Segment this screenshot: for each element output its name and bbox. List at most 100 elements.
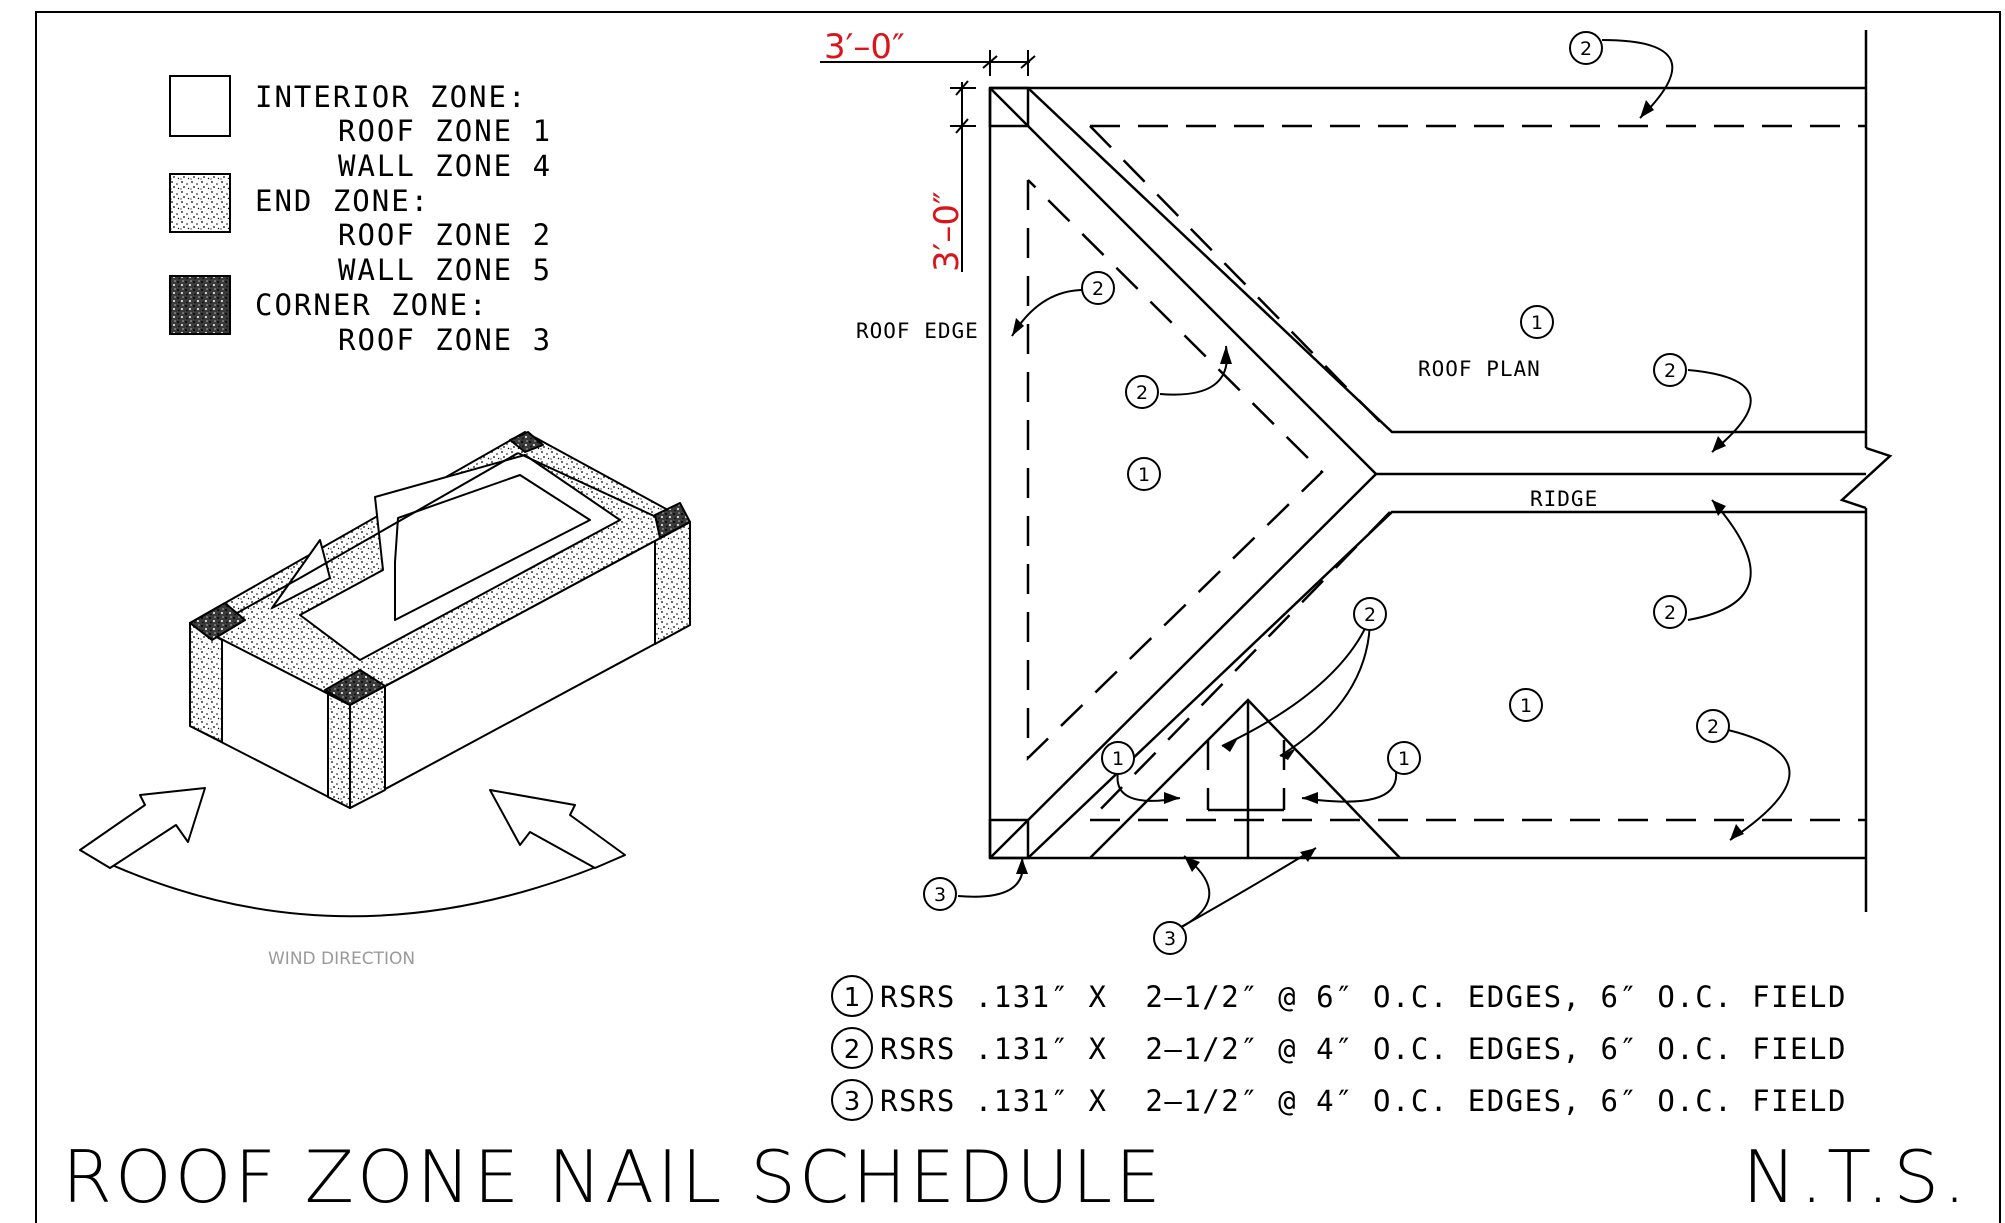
tag-number: 1	[1112, 748, 1124, 770]
tag-number: 3	[934, 884, 946, 906]
wind-direction-label: WIND DIRECTION	[268, 949, 415, 969]
tag-circle-lower-1	[1509, 688, 1543, 722]
roof-plan	[988, 30, 1893, 912]
tag-number: 1	[1520, 695, 1532, 717]
plan-hip-offset-top	[1027, 87, 1866, 434]
legend-interior-roof: ROOF ZONE 1	[338, 114, 552, 148]
leader-lines	[957, 39, 1791, 933]
iso-corner-zone-back	[509, 431, 544, 453]
schedule-row-2: 2 RSRS .131″ X 2–1/2″ @ 4″ O.C. EDGES, 6…	[831, 1027, 1847, 1069]
arrowhead-1	[1640, 100, 1654, 118]
tag-circle-corner-3	[923, 877, 957, 911]
schedule-row-circle	[831, 1079, 873, 1121]
legend-corner-title: CORNER ZONE:	[255, 288, 489, 322]
plan-hip-bottom	[989, 473, 1377, 859]
sheet-border	[35, 11, 2001, 1223]
schedule-row-1: 1 RSRS .131″ X 2–1/2″ @ 6″ O.C. EDGES, 6…	[831, 975, 1847, 1017]
wind-arc	[79, 849, 626, 918]
schedule-row-text: RSRS .131″ X 2–1/2″ @ 6″ O.C. EDGES, 6″ …	[880, 980, 1847, 1014]
plan-corner-bottom-left	[988, 818, 1030, 860]
plan-dormer-triangle	[1089, 698, 1401, 859]
plan-hip-top	[989, 87, 1377, 475]
iso-corner-zone-right	[654, 502, 691, 539]
arrowhead-9	[1164, 792, 1180, 804]
roof-plan-label: ROOF PLAN	[1418, 357, 1541, 381]
roof-edge-label: ROOF EDGE	[856, 319, 979, 343]
leader-top-2	[1601, 39, 1674, 119]
leader-roof-edge-2	[1011, 289, 1085, 337]
tag-number: 2	[1136, 382, 1148, 404]
ridge-label: RIDGE	[1530, 487, 1598, 511]
iso-left-wall-end-strip	[189, 622, 223, 743]
iso-corner-zone-front	[324, 669, 386, 706]
tag-circle-left-1	[1127, 457, 1161, 491]
tag-circle-roof-edge	[1081, 271, 1115, 305]
nail-schedule: 1 RSRS .131″ X 2–1/2″ @ 6″ O.C. EDGES, 6…	[831, 975, 1847, 1121]
wind-direction	[79, 787, 626, 918]
iso-roof-interior-triangle	[271, 539, 331, 609]
legend: INTERIOR ZONE: ROOF ZONE 1 WALL ZONE 4 E…	[169, 75, 552, 357]
tag-number: 3	[1164, 928, 1176, 950]
arrowhead-7	[1222, 738, 1238, 752]
tag-number: 2	[1092, 278, 1104, 300]
plan-hip-offset-bottom	[1027, 510, 1866, 859]
tag-number: 1	[1138, 464, 1150, 486]
iso-hip-line-2	[517, 452, 681, 529]
leader-center-2b	[1221, 617, 1371, 747]
scale-label: N.T.S.	[1742, 1135, 1970, 1219]
tag-circle-right-upper	[1653, 353, 1687, 387]
leader-arrowheads	[1012, 100, 1744, 874]
tag-circle-top	[1569, 31, 1603, 65]
dim-horizontal-tick-2	[1020, 55, 1036, 69]
tag-circle-left-2	[1125, 375, 1159, 409]
legend-end-title: END ZONE:	[255, 184, 430, 218]
isometric-building	[189, 431, 691, 809]
iso-left-wall-corner-strip	[327, 693, 351, 809]
leader-center-2	[1279, 617, 1371, 757]
plan-dash-hip-bottom	[1089, 511, 1391, 821]
arrowhead-11	[1016, 858, 1028, 874]
plan-dash-hip-top	[1089, 125, 1391, 433]
tag-circle-bottom-right	[1696, 709, 1730, 743]
tag-circle-dormer-left	[1101, 741, 1135, 775]
tag-number: 1	[1398, 748, 1410, 770]
leader-right-lower-2	[1687, 499, 1752, 621]
tag-number: 1	[1531, 312, 1543, 334]
legend-end-roof: ROOF ZONE 2	[338, 218, 552, 252]
legend-swatch-corner	[169, 275, 231, 335]
tag-circle-dormer-right	[1387, 741, 1421, 775]
arrowhead-2	[1012, 318, 1024, 336]
plan-dash-left-triangle	[1026, 179, 1324, 761]
arrowhead-13	[1300, 848, 1316, 862]
leader-dormer-right-1	[1301, 771, 1398, 803]
tag-circle-center-2	[1353, 597, 1387, 631]
iso-roof-interior-right	[394, 474, 591, 621]
schedule-row-circle	[831, 1027, 873, 1069]
dimensions	[820, 50, 1036, 272]
roof-plan-dashed	[1026, 124, 1866, 822]
schedule-row-text: RSRS .131″ X 2–1/2″ @ 4″ O.C. EDGES, 6″ …	[880, 1032, 1847, 1066]
zone-tag-numbers: 2 2 2 1 2 1 2 2 1 2 1 1 3 3	[934, 38, 1719, 950]
leader-bottom-3b	[1171, 847, 1317, 933]
schedule-row-number: 3	[844, 1087, 861, 1117]
tag-number: 2	[1364, 604, 1376, 626]
tag-circle-roof-plan-1	[1520, 305, 1554, 339]
arrowhead-5	[1712, 500, 1726, 516]
iso-ridge-line	[299, 452, 519, 579]
leader-bottom-right-2	[1727, 729, 1791, 841]
wind-arrow-left	[79, 787, 206, 869]
legend-swatch-end	[169, 173, 231, 233]
iso-front-wall-end-strip	[349, 685, 386, 809]
arrowhead-4	[1712, 436, 1726, 452]
tag-number: 2	[1707, 716, 1719, 738]
arrowhead-3	[1220, 346, 1232, 364]
tag-circle-right-lower	[1653, 595, 1687, 629]
legend-corner-roof: ROOF ZONE 3	[338, 323, 552, 357]
arrowhead-12	[1184, 856, 1200, 872]
arrowhead-10	[1302, 792, 1318, 804]
dim-vertical-tick-1	[955, 80, 969, 96]
plan-corner-top-left	[988, 86, 1030, 128]
legend-end-wall: WALL ZONE 5	[338, 253, 552, 287]
schedule-row-circle	[831, 975, 873, 1017]
